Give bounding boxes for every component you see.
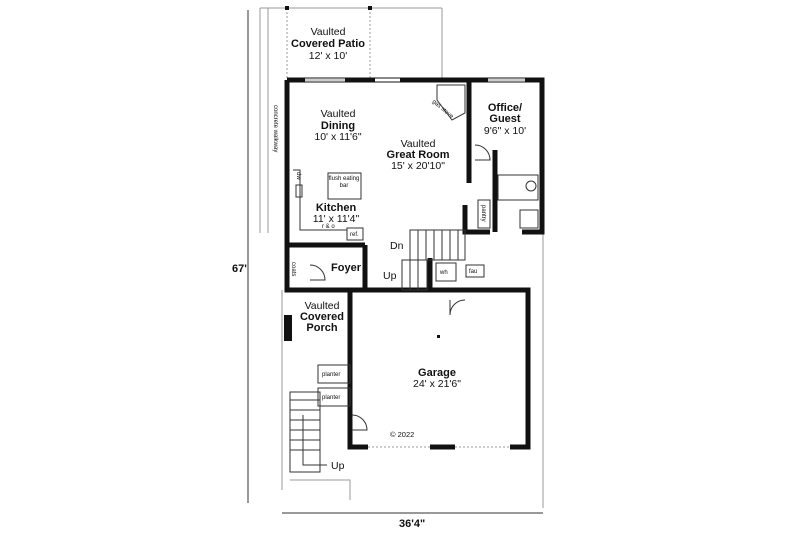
width-dimension: 36'4" (399, 518, 425, 530)
depth-dimension: 67' (232, 263, 247, 275)
ext-stairs-up-label: Up (331, 460, 345, 472)
toilet-icon (525, 180, 537, 192)
planter-2 (317, 387, 351, 407)
room-label-foyer: Foyer (331, 262, 362, 274)
doors (309, 144, 491, 431)
svg-text:Kitchen: Kitchen (316, 202, 357, 214)
planter-label-2: planter (322, 395, 340, 401)
post (437, 335, 440, 338)
gas-stove-label: gas stove (431, 99, 455, 121)
svg-text:Porch: Porch (306, 322, 337, 334)
room-label-garage: Garage 24' x 21'6" (413, 367, 461, 390)
fau-label: fau (469, 269, 477, 275)
gas-stove-icon (436, 84, 466, 121)
stairs-down-label: Dn (390, 240, 404, 252)
walkway-label: concrete walkway (272, 105, 278, 152)
eating-bar-label-2: bar (340, 183, 349, 189)
svg-text:Covered: Covered (300, 311, 344, 323)
stairs (289, 229, 466, 473)
svg-text:Guest: Guest (489, 113, 521, 125)
svg-text:Dining: Dining (321, 120, 355, 132)
svg-text:24' x 21'6": 24' x 21'6" (413, 378, 461, 390)
fixtures (284, 84, 539, 407)
room-label-porch: Vaulted Covered Porch (300, 300, 344, 334)
furnace-icon (465, 264, 485, 278)
fireplace (284, 315, 292, 341)
pantry-label: pantry (480, 205, 486, 222)
svg-text:11' x 11'4": 11' x 11'4" (313, 213, 360, 225)
ref-label: ref. (350, 232, 359, 238)
sink-icon (295, 184, 303, 198)
room-label-office: Office/ Guest 9'6" x 10' (484, 102, 526, 137)
planter-1 (317, 364, 351, 384)
svg-text:Vaulted: Vaulted (321, 108, 356, 120)
svg-text:Vaulted: Vaulted (305, 300, 340, 312)
range-label: r & o (322, 224, 335, 230)
svg-text:15' x 20'10": 15' x 20'10" (391, 160, 445, 172)
windows (305, 78, 525, 449)
svg-text:9'6" x 10': 9'6" x 10' (484, 125, 526, 137)
svg-text:Great Room: Great Room (387, 149, 450, 161)
coats-label: coats (290, 262, 296, 276)
stairs-up-label: Up (383, 270, 397, 282)
svg-text:10' x 11'6": 10' x 11'6" (314, 131, 362, 143)
pantry (477, 199, 491, 229)
dimension-lines (247, 10, 543, 514)
copyright: © 2022 (390, 430, 414, 439)
planter-label-1: planter (322, 372, 340, 378)
room-label-kitchen: Kitchen 11' x 11'4" (313, 202, 360, 225)
water-heater-icon (435, 262, 457, 282)
room-label-patio: Vaulted Covered Patio 12' x 10' (291, 26, 365, 62)
svg-text:Vaulted: Vaulted (401, 138, 436, 150)
shower-icon (519, 209, 539, 229)
room-label-dining: Vaulted Dining 10' x 11'6" (314, 108, 362, 143)
svg-text:Vaulted: Vaulted (311, 26, 346, 38)
svg-text:12' x 10': 12' x 10' (309, 50, 347, 62)
wh-label: wh (439, 270, 448, 276)
eating-bar-label: flush eating (329, 176, 360, 182)
room-label-great-room: Vaulted Great Room 15' x 20'10" (387, 138, 450, 172)
eating-bar (327, 172, 362, 200)
svg-text:Garage: Garage (418, 367, 456, 379)
svg-text:Office/: Office/ (488, 102, 522, 114)
site-lines (259, 6, 544, 508)
svg-text:Covered Patio: Covered Patio (291, 38, 365, 50)
dishwasher-label: dw (295, 172, 301, 180)
